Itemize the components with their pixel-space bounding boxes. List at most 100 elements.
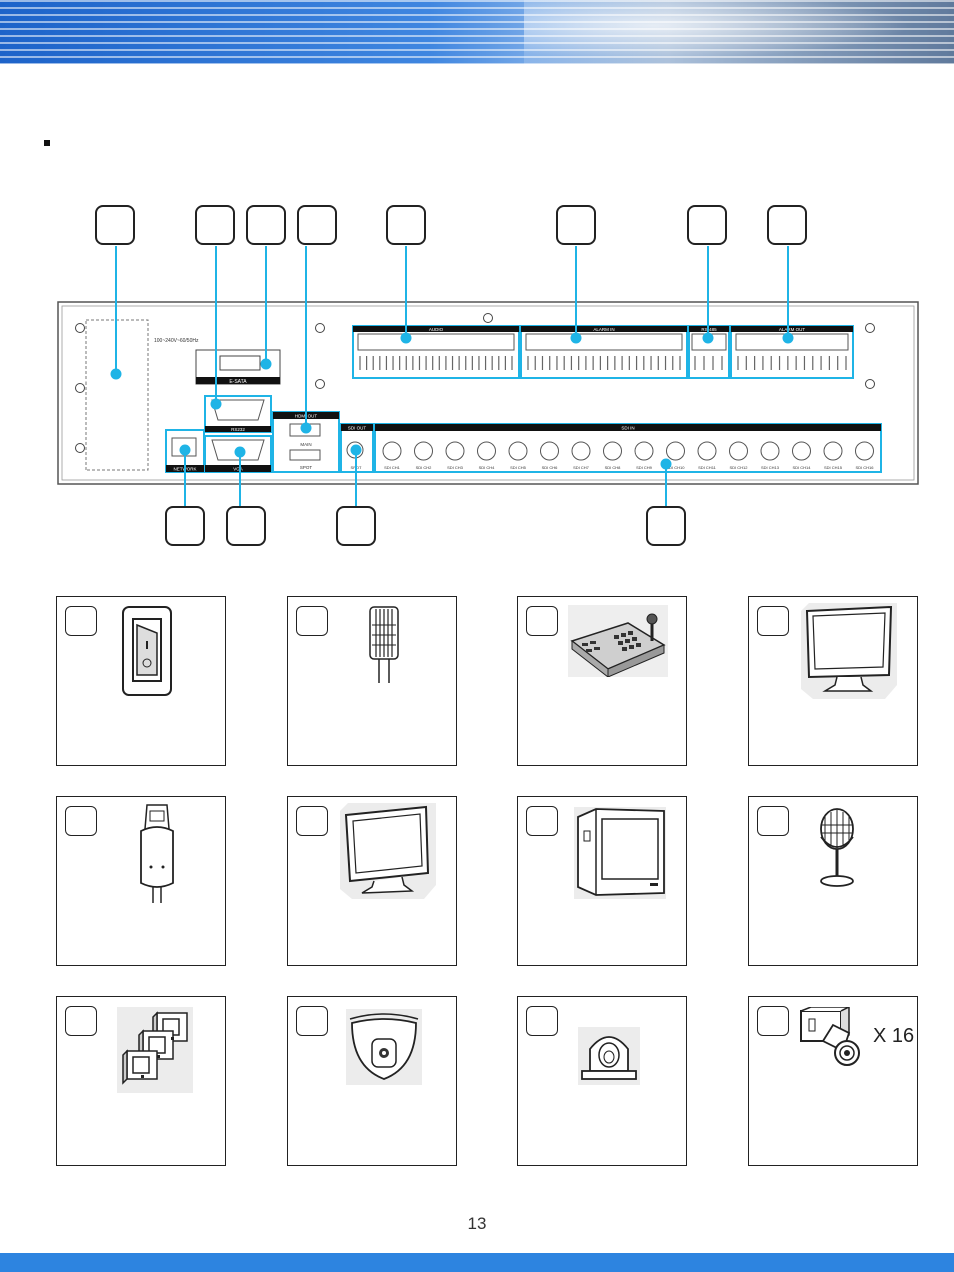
- sdi-channel-label: SDI CH15: [824, 465, 843, 470]
- rs232-label: RS232: [231, 427, 245, 432]
- terminal-pin-mark: [549, 356, 551, 370]
- sdi-channel-label: SDI CH10: [666, 465, 685, 470]
- terminal-pin-mark: [679, 356, 681, 370]
- terminal-pin-mark: [592, 356, 594, 370]
- callout-leader-lines: [110, 246, 794, 506]
- terminal-pin-mark: [703, 356, 705, 370]
- terminal-pin-mark: [511, 356, 513, 370]
- esata-label: E-SATA: [229, 379, 247, 385]
- sdi-in-port: [760, 441, 780, 461]
- terminal-pin-mark: [837, 356, 839, 370]
- panel-number-box: [526, 806, 558, 836]
- panel-dome-camera: [287, 996, 457, 1166]
- terminal-pin-mark: [795, 356, 797, 370]
- callout-esata: [246, 205, 286, 245]
- sdi-in-port: [729, 441, 748, 461]
- terminal-pin-mark: [737, 356, 739, 370]
- callout-sdi-in: [646, 506, 686, 546]
- terminal-pin-mark: [445, 356, 447, 370]
- sdi-in-port: [603, 441, 622, 461]
- panel-number-box: [526, 1006, 558, 1036]
- panel-number-box: [65, 806, 97, 836]
- sdi-in-port: [540, 441, 559, 461]
- sdi-in-port: [666, 441, 685, 461]
- sdi-channel-label: SDI CH4: [479, 465, 496, 470]
- sdi-in-port: [477, 441, 496, 461]
- terminal-pin-mark: [451, 356, 454, 370]
- lcd-monitor-icon: [801, 603, 897, 699]
- crt-monitor-icon: [574, 807, 666, 899]
- callout-network: [165, 506, 205, 546]
- sdi-in-port: [634, 441, 654, 461]
- terminal-pin-mark: [657, 356, 659, 370]
- sdi-channel-label: SDI CH6: [542, 465, 559, 470]
- alarm-siren-icon: [578, 1027, 640, 1085]
- terminal-pin-mark: [694, 356, 696, 370]
- panel-sensor: [56, 996, 226, 1166]
- sdi-channel-label: SDI CH5: [510, 465, 527, 470]
- page-number: 13: [467, 1214, 487, 1233]
- sdi-channel-label: SDI CH3: [447, 465, 464, 470]
- terminal-pin-mark: [578, 356, 580, 370]
- terminal-pin-mark: [385, 356, 388, 370]
- esata-plug-icon: [140, 804, 174, 903]
- panel-number-box: [65, 606, 97, 636]
- terminal-pin-mark: [570, 356, 573, 370]
- panel-number-box: [757, 1006, 789, 1036]
- terminal-pin-mark: [812, 356, 814, 370]
- terminal-pin-mark: [563, 356, 565, 370]
- sdi-in-port: [571, 441, 591, 461]
- terminal-pin-mark: [405, 356, 407, 370]
- terminal-pin-mark: [599, 356, 601, 370]
- terminal-pin-mark: [458, 356, 460, 370]
- sdi-in-port: [508, 441, 528, 461]
- terminal-pin-mark: [412, 356, 414, 370]
- terminal-pin-mark: [527, 356, 529, 370]
- sdi-in-port: [382, 441, 402, 461]
- vga-label: VGA: [233, 467, 243, 472]
- terminal-pin-mark: [418, 356, 421, 370]
- terminal-pin-mark: [425, 356, 427, 370]
- panel-number-box: [296, 606, 328, 636]
- panel-lcd-monitor: [748, 596, 918, 766]
- sdi-in-port: [445, 441, 465, 461]
- terminal-pin-mark: [399, 356, 401, 370]
- terminal-pin-mark: [614, 356, 616, 370]
- sdi-in-port: [792, 441, 811, 461]
- callout-rs485: [687, 205, 727, 245]
- rs485-label: RS-485: [701, 327, 717, 332]
- terminal-pin-mark: [820, 356, 822, 370]
- terminal-pin-mark: [541, 356, 544, 370]
- spot-label: SPOT: [300, 465, 313, 470]
- sdi-in-port: [855, 441, 874, 461]
- camera-count-label: X 16: [873, 1025, 915, 1047]
- sdi-channel-label: SDI CH1: [384, 465, 401, 470]
- panel-box-camera: X 16: [748, 996, 918, 1166]
- callout-alarm-out: [767, 205, 807, 245]
- sdi-in-port: [823, 441, 843, 461]
- dome-camera-icon: [346, 1009, 422, 1085]
- sdi-channel-label: SDI CH11: [698, 465, 716, 470]
- terminal-pin-mark: [803, 356, 806, 370]
- terminal-pin-mark: [787, 356, 789, 370]
- main-label: MAIN: [300, 442, 311, 447]
- terminal-pin-markings: [359, 356, 847, 370]
- ptz-keyboard-icon: [568, 605, 668, 677]
- terminal-pin-mark: [556, 356, 558, 370]
- terminal-pin-mark: [372, 356, 374, 370]
- terminal-pin-mark: [607, 356, 609, 370]
- terminal-pin-mark: [359, 356, 361, 370]
- panel-number-box: [757, 806, 789, 836]
- sdi-channel-label: SDI CH7: [573, 465, 590, 470]
- panel-number-box: [296, 1006, 328, 1036]
- terminal-pin-mark: [721, 356, 723, 370]
- sdi-in-port: [697, 441, 717, 461]
- audio-label: AUDIO: [429, 327, 444, 332]
- panel-vga-monitor: [287, 796, 457, 966]
- page-header-banner: [0, 0, 954, 64]
- terminal-pin-mark: [650, 356, 652, 370]
- callout-vga: [226, 506, 266, 546]
- page-footer-bar: [0, 1253, 954, 1272]
- terminal-pin-mark: [534, 356, 536, 370]
- vga-monitor-icon: [340, 803, 436, 899]
